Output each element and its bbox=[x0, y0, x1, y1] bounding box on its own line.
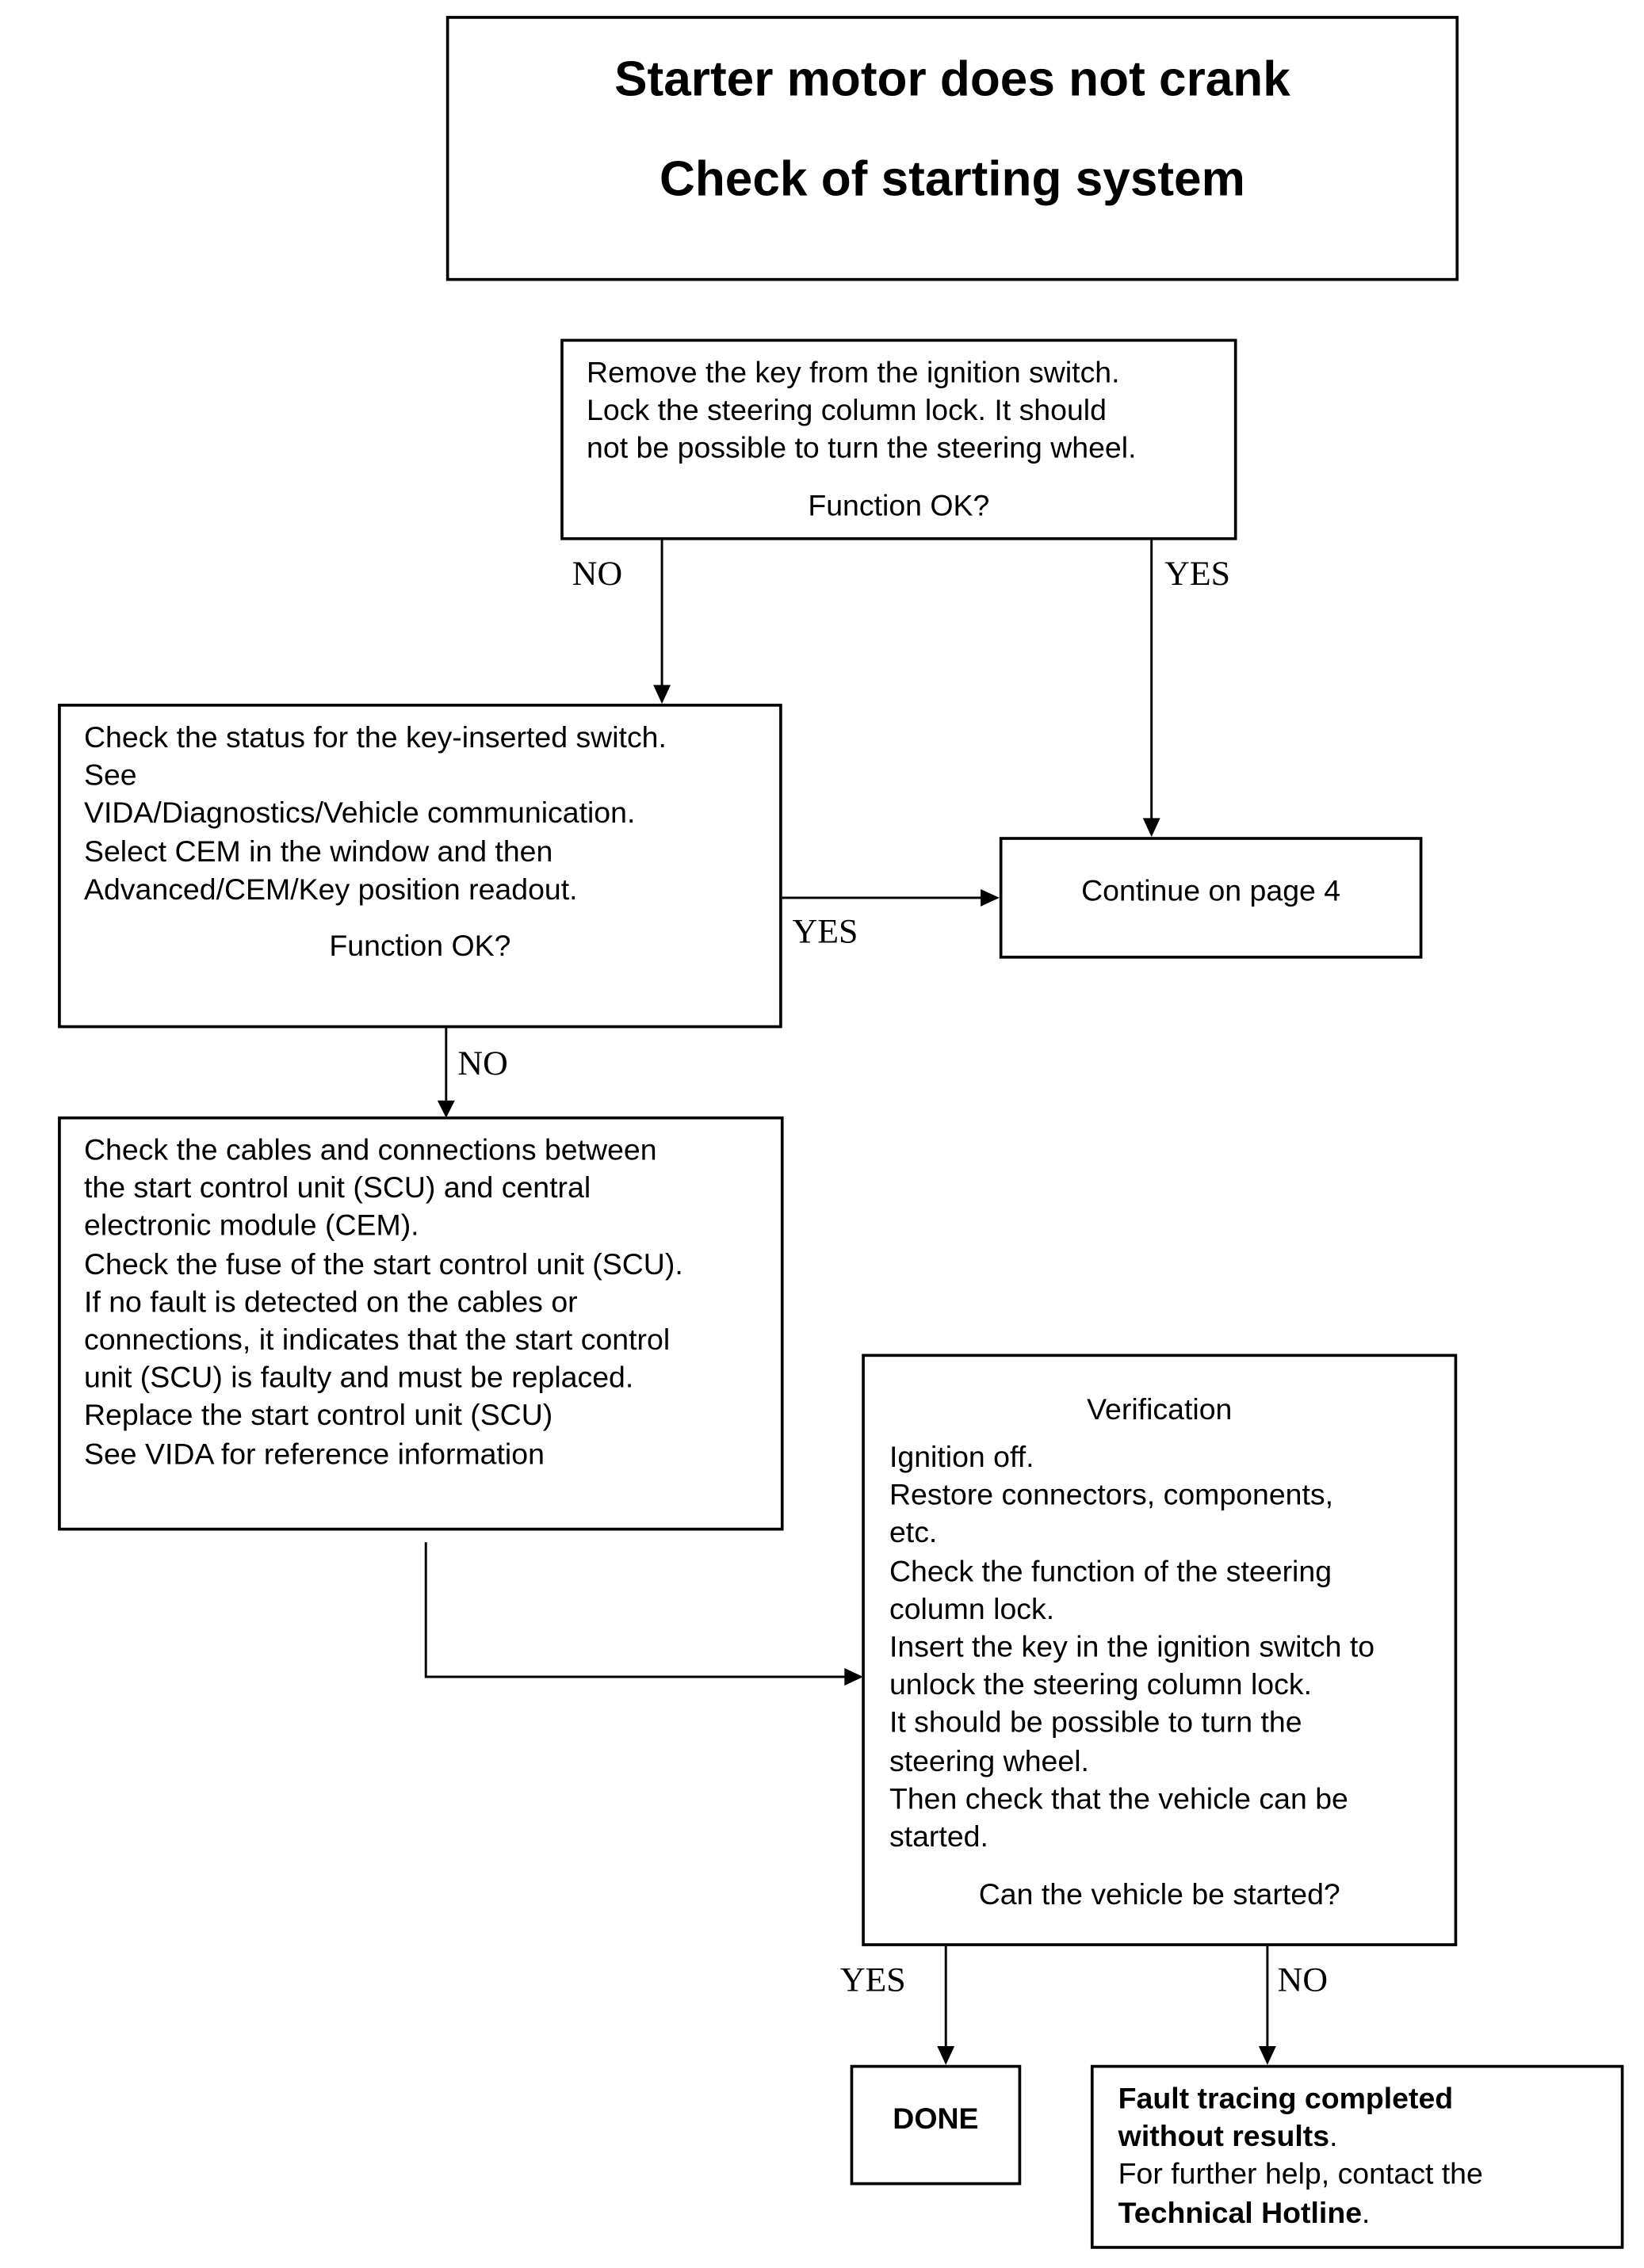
step3-line: connections, it indicates that the start… bbox=[83, 1323, 671, 1357]
step2-box: Check the status for the key-inserted sw… bbox=[58, 704, 782, 1029]
verification-line: Ignition off. bbox=[889, 1441, 1034, 1475]
label-v-no: NO bbox=[1277, 1961, 1329, 2000]
step3-line: Replace the start control unit (SCU) bbox=[83, 1399, 553, 1433]
verification-line: Restore connectors, components, bbox=[889, 1479, 1334, 1513]
arrowhead bbox=[1258, 2045, 1276, 2065]
arrowhead bbox=[437, 1100, 455, 1118]
title-box: Starter motor does not crank Check of st… bbox=[445, 16, 1459, 281]
fault-period: . bbox=[1362, 2196, 1371, 2230]
arrowhead bbox=[844, 1668, 864, 1686]
fault-line-2: without results bbox=[1118, 2120, 1330, 2154]
step1-line: Remove the key from the ignition switch. bbox=[587, 356, 1120, 390]
step3-line: Check the cables and connections between bbox=[83, 1133, 657, 1167]
fault-period: . bbox=[1329, 2120, 1338, 2154]
step1-line: Lock the steering column lock. It should bbox=[587, 394, 1107, 428]
arrowhead bbox=[1142, 818, 1160, 838]
fault-line-1: Fault tracing completed bbox=[1118, 2082, 1454, 2116]
step3-line: If no fault is detected on the cables or bbox=[83, 1285, 578, 1319]
connector-s3-verify bbox=[424, 1542, 847, 1678]
step1-question: Function OK? bbox=[808, 489, 990, 523]
step2-line: Check the status for the key-inserted sw… bbox=[83, 720, 667, 755]
step2-line: See bbox=[83, 758, 137, 792]
arrowhead bbox=[981, 888, 1000, 907]
label-v-yes: YES bbox=[839, 1961, 906, 2000]
step1-line: not be possible to turn the steering whe… bbox=[587, 432, 1137, 466]
step2-line: Advanced/CEM/Key position readout. bbox=[83, 872, 578, 907]
verification-line: steering wheel. bbox=[889, 1744, 1089, 1778]
verification-line: It should be possible to turn the bbox=[889, 1706, 1302, 1740]
technical-hotline: Technical Hotline bbox=[1118, 2196, 1363, 2230]
continue-box: Continue on page 4 bbox=[999, 837, 1423, 959]
step2-question: Function OK? bbox=[329, 930, 511, 964]
continue-text: Continue on page 4 bbox=[1081, 874, 1341, 908]
verification-question: Can the vehicle be started? bbox=[978, 1878, 1340, 1912]
label-s2-yes: YES bbox=[792, 914, 858, 952]
step2-line: Select CEM in the window and then bbox=[83, 834, 553, 869]
label-s1-yes: YES bbox=[1164, 556, 1231, 594]
fault-line-3: For further help, contact the bbox=[1118, 2158, 1483, 2192]
title-line-1: Starter motor does not crank bbox=[614, 52, 1290, 108]
verification-heading: Verification bbox=[1087, 1392, 1233, 1426]
title-line-2: Check of starting system bbox=[659, 151, 1245, 208]
step3-line: Check the fuse of the start control unit… bbox=[83, 1247, 683, 1281]
arrowhead bbox=[653, 685, 671, 704]
verification-line: Then check that the vehicle can be bbox=[889, 1782, 1348, 1816]
verification-line: started. bbox=[889, 1819, 988, 1854]
verification-line: Check the function of the steering bbox=[889, 1554, 1332, 1588]
label-s1-no: NO bbox=[572, 556, 623, 594]
verification-line: Insert the key in the ignition switch to bbox=[889, 1630, 1375, 1664]
step3-line: the start control unit (SCU) and central bbox=[83, 1171, 591, 1205]
step3-box: Check the cables and connections between… bbox=[58, 1116, 784, 1531]
label-s2-no: NO bbox=[457, 1045, 508, 1083]
step3-line: unit (SCU) is faulty and must be replace… bbox=[83, 1361, 634, 1396]
step3-line: See VIDA for reference information bbox=[83, 1437, 545, 1471]
verification-line: etc. bbox=[889, 1516, 938, 1550]
step2-line: VIDA/Diagnostics/Vehicle communication. bbox=[83, 796, 636, 830]
done-text: DONE bbox=[893, 2102, 979, 2136]
verification-line: unlock the steering column lock. bbox=[889, 1668, 1313, 1702]
step1-box: Remove the key from the ignition switch.… bbox=[560, 338, 1237, 540]
done-box: DONE bbox=[850, 2064, 1022, 2186]
fault-box: Fault tracing completed without results.… bbox=[1090, 2064, 1624, 2249]
verification-line: column lock. bbox=[889, 1592, 1055, 1626]
verification-box: Verification Ignition off. Restore conne… bbox=[862, 1354, 1458, 1946]
step3-line: electronic module (CEM). bbox=[83, 1209, 419, 1243]
arrowhead bbox=[937, 2045, 955, 2065]
